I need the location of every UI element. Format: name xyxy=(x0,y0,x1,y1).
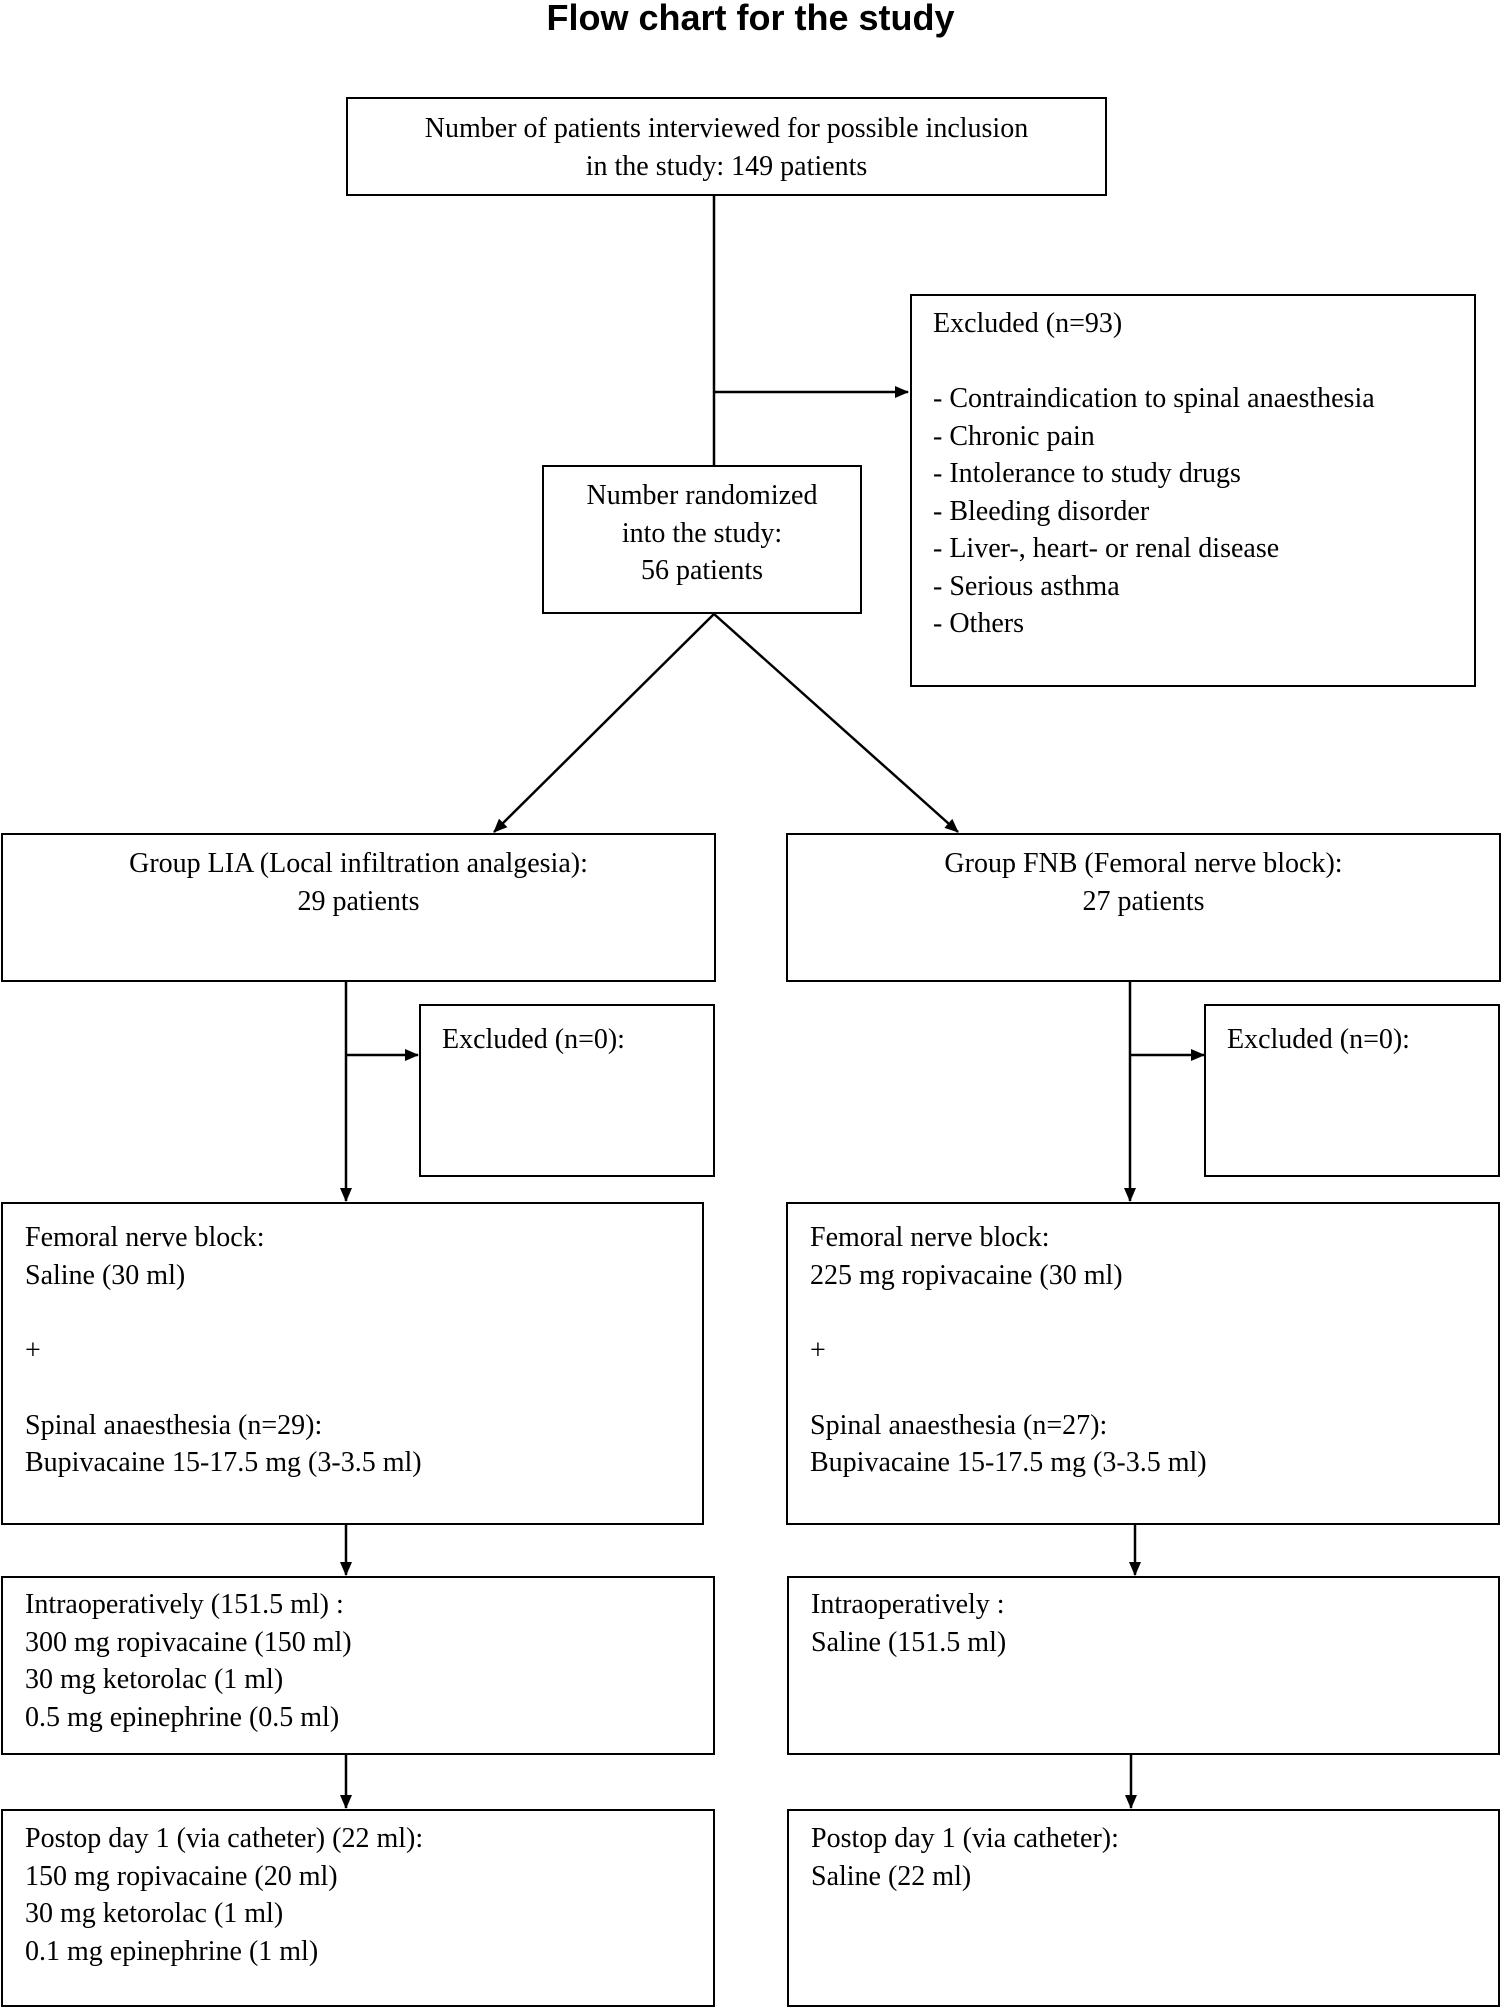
randomized-box: Number randomized into the study: 56 pat… xyxy=(542,465,862,614)
lia-postop-box: Postop day 1 (via catheter) (22 ml): 150… xyxy=(1,1809,715,2007)
fnb-intraop-line: Intraoperatively : xyxy=(811,1589,1005,1620)
fnb-block-plus: + xyxy=(810,1334,826,1366)
exclusion-reason: - Contraindication to spinal anaesthesia xyxy=(933,383,1375,414)
fnb-block-line-2: 225 mg ropivacaine (30 ml) xyxy=(810,1259,1123,1291)
exclusion-reason: - Bleeding disorder xyxy=(933,495,1150,527)
lia-block-line-4: Bupivacaine 15-17.5 mg (3-3.5 ml) xyxy=(25,1447,422,1478)
arrow-to-group-fnb xyxy=(713,613,959,833)
lia-block-box: Femoral nerve block: Saline (30 ml) + Sp… xyxy=(1,1202,704,1525)
lia-intraop-line: Intraoperatively (151.5 ml) : xyxy=(25,1589,344,1620)
lia-excluded-box: Excluded (n=0): xyxy=(419,1004,715,1177)
randomized-line-3: 56 patients xyxy=(640,555,764,586)
exclusion-reason: - Others xyxy=(933,608,1024,639)
group-fnb-line-1: Group FNB (Femoral nerve block): xyxy=(944,848,1343,879)
fnb-block-line-4: Bupivacaine 15-17.5 mg (3-3.5 ml) xyxy=(810,1447,1207,1478)
fnb-block-box: Femoral nerve block: 225 mg ropivacaine … xyxy=(786,1202,1500,1525)
fnb-postop-box: Postop day 1 (via catheter): Saline (22 … xyxy=(787,1809,1500,2007)
fnb-excluded-box: Excluded (n=0): xyxy=(1204,1004,1500,1177)
group-fnb-line-2: 27 patients xyxy=(1082,885,1205,917)
fnb-block-line-1: Femoral nerve block: xyxy=(810,1222,1050,1253)
lia-postop-line: Postop day 1 (via catheter) (22 ml): xyxy=(25,1823,424,1854)
page-title: Flow chart for the study xyxy=(546,0,955,38)
fnb-postop-line: Saline (22 ml) xyxy=(811,1860,972,1892)
lia-intraop-box: Intraoperatively (151.5 ml) : 300 mg rop… xyxy=(1,1576,715,1755)
fnb-block-line-3: Spinal anaesthesia (n=27): xyxy=(810,1409,1108,1441)
lia-intraop-line: 0.5 mg epinephrine (0.5 ml) xyxy=(25,1701,340,1733)
fnb-postop-line: Postop day 1 (via catheter): xyxy=(811,1823,1119,1854)
fnb-intraop-line: Saline (151.5 ml) xyxy=(811,1626,1007,1658)
lia-block-line-1: Femoral nerve block: xyxy=(25,1222,265,1253)
lia-block-line-2: Saline (30 ml) xyxy=(25,1259,186,1291)
randomized-line-2: into the study: xyxy=(621,517,783,549)
fnb-excluded-label: Excluded (n=0): xyxy=(1227,1024,1410,1055)
lia-intraop-line: 300 mg ropivacaine (150 ml) xyxy=(25,1626,352,1658)
lia-block-line-3: Spinal anaesthesia (n=29): xyxy=(25,1409,323,1441)
interviewed-line-2: in the study: 149 patients xyxy=(585,150,868,182)
fnb-intraop-box: Intraoperatively : Saline (151.5 ml) xyxy=(787,1576,1500,1755)
group-fnb-box: Group FNB (Femoral nerve block): 27 pati… xyxy=(786,833,1501,982)
interviewed-line-1: Number of patients interviewed for possi… xyxy=(424,113,1029,144)
lia-postop-line: 30 mg ketorolac (1 ml) xyxy=(25,1898,284,1929)
lia-excluded-label: Excluded (n=0): xyxy=(442,1024,625,1055)
randomized-line-1: Number randomized xyxy=(586,480,818,511)
exclusion-reason: - Liver-, heart- or renal disease xyxy=(933,533,1280,564)
arrow-to-group-lia xyxy=(493,613,715,833)
excluded-main-box: Excluded (n=93) - Contraindication to sp… xyxy=(910,294,1476,687)
lia-postop-line: 150 mg ropivacaine (20 ml) xyxy=(25,1860,338,1892)
group-lia-line-2: 29 patients xyxy=(297,885,420,917)
lia-block-plus: + xyxy=(25,1334,41,1366)
exclusion-reason: - Chronic pain xyxy=(933,420,1095,452)
interviewed-box: Number of patients interviewed for possi… xyxy=(346,97,1107,196)
group-lia-box: Group LIA (Local infiltration analgesia)… xyxy=(1,833,716,982)
lia-postop-line: 0.1 mg epinephrine (1 ml) xyxy=(25,1935,319,1967)
lia-intraop-line: 30 mg ketorolac (1 ml) xyxy=(25,1664,284,1695)
group-lia-line-1: Group LIA (Local infiltration analgesia)… xyxy=(129,848,588,879)
exclusion-reason: - Serious asthma xyxy=(933,570,1120,602)
exclusion-reason: - Intolerance to study drugs xyxy=(933,458,1241,489)
excluded-main-heading: Excluded (n=93) xyxy=(933,308,1123,339)
